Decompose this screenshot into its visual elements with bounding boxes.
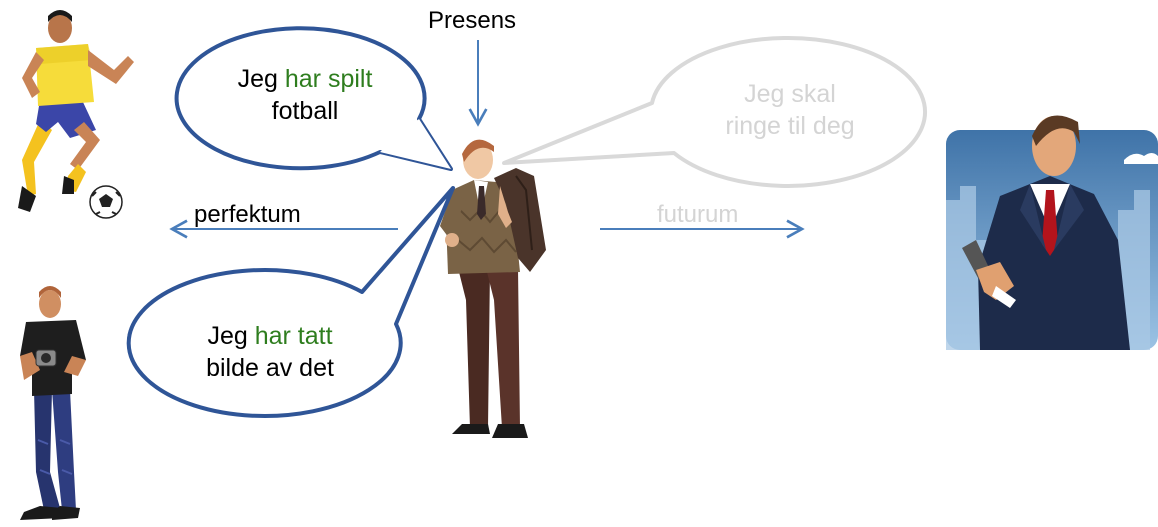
speech-bubble-photo [126,186,455,418]
football-bubble-pre: Jeg [237,65,285,93]
photographer-illustration [20,286,86,520]
soccer-ball-icon [89,185,123,219]
football-bubble-text: Jeg har spilt fotball [200,63,410,127]
man-holding-jacket-illustration [440,139,546,438]
photo-bubble-pre: Jeg [207,322,255,350]
speech-bubble-football [174,26,453,171]
future-bubble-line2: ringe til deg [725,112,855,140]
photo-bubble-post: bilde av det [206,354,334,382]
speech-bubble-future [502,35,927,188]
futurum-label: futurum [657,201,739,228]
football-player-illustration [18,10,134,212]
perfektum-label: perfektum [194,201,301,228]
presens-label: Presens [428,7,517,34]
football-bubble-post: fotball [271,97,339,125]
businessman-phone-illustration [946,115,1158,350]
photo-bubble-text: Jeg har tatt bilde av det [160,320,380,384]
photo-bubble-highlight: har tatt [254,322,333,350]
future-bubble-text: Jeg skal ringe til deg [690,78,890,142]
future-bubble-line1: Jeg skal [744,80,836,108]
football-bubble-highlight: har spilt [284,65,373,93]
